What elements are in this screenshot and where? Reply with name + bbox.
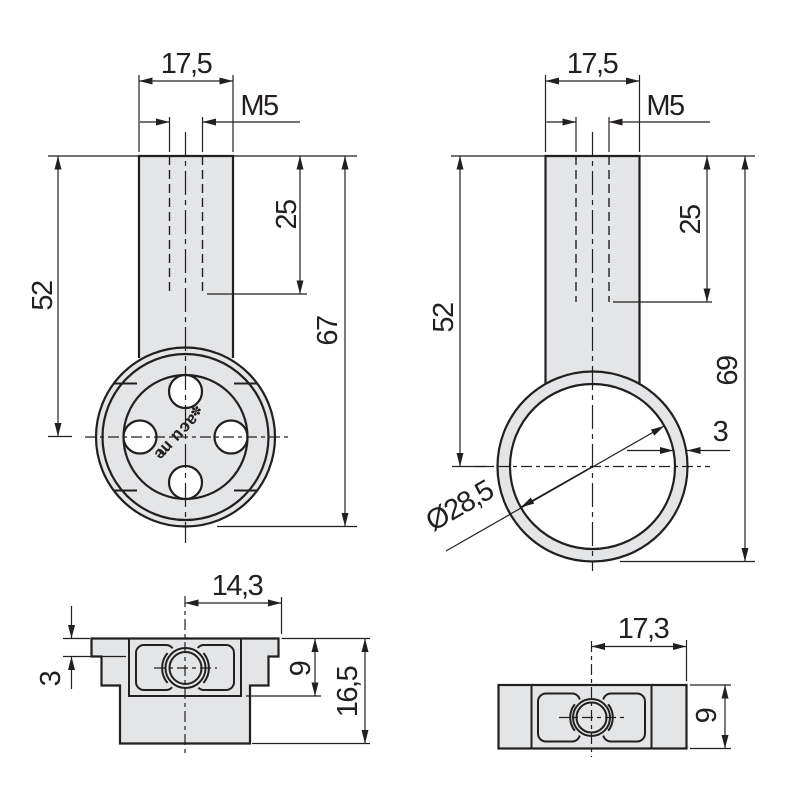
dim-width: 17,5 (138, 48, 234, 152)
centerlines (154, 596, 217, 757)
thread-hidden-lines (168, 156, 204, 294)
dim-center-height-label: 52 (428, 303, 460, 333)
dim-center-height-label: 52 (27, 281, 59, 311)
dim-width-label: 17,3 (618, 613, 669, 645)
centerlines (85, 132, 290, 543)
notch-arc (569, 703, 576, 732)
section-left-view: 14,3 3 9 16,5 (35, 570, 370, 757)
front-left-view: emuca✽ 17,5 M5 25 52 (27, 48, 357, 543)
dim-thread-label: M5 (646, 90, 684, 122)
dim-center-height: 52 (27, 155, 139, 438)
dim-width: 17,5 (544, 48, 641, 152)
dim-total-height-label: 67 (312, 316, 344, 346)
dim-thread: M5 (140, 90, 300, 152)
dim-width-label: 17,5 (567, 48, 618, 80)
front-right-view: 17,5 M5 25 52 69 3 (421, 48, 755, 571)
dim-thread-label: M5 (240, 90, 278, 122)
section-right-view: 17,3 9 (497, 613, 731, 757)
dim-width: 17,3 (591, 613, 688, 681)
dim-width-label: 17,5 (161, 48, 212, 80)
dim-flange-thickness-label: 3 (35, 671, 67, 686)
dim-thread-depth-label: 25 (675, 205, 707, 235)
dim-thread-depth: 25 (613, 156, 712, 303)
dim-total-height-label: 69 (712, 356, 744, 386)
dim-thread: M5 (546, 90, 710, 152)
dim-wall-thickness-label: 3 (713, 416, 728, 448)
dim-wall-thickness: 3 (627, 416, 730, 454)
dim-inner-height: 9 (246, 637, 370, 697)
dim-inner-height-label: 9 (285, 661, 317, 676)
dim-height-label: 9 (691, 708, 723, 723)
dim-half-width-label: 14,3 (212, 570, 263, 602)
dim-thread-depth: 25 (207, 156, 307, 295)
dim-height: 9 (690, 684, 731, 750)
dim-half-width: 14,3 (185, 570, 283, 634)
thread-hidden-lines (575, 156, 610, 302)
dim-tube-diameter-label: Ø28,5 (421, 474, 499, 538)
dim-total-height: 16,5 (252, 638, 370, 745)
plate-notches (113, 382, 258, 492)
dim-center-height: 52 (428, 155, 546, 468)
dim-total-height-label: 16,5 (332, 666, 364, 717)
centerlines (559, 641, 624, 757)
dim-thread-depth-label: 25 (271, 200, 303, 230)
dim-flange-thickness: 3 (35, 606, 126, 689)
dim-total-height: 69 (620, 155, 755, 563)
dim-total-height: 67 (217, 155, 357, 528)
